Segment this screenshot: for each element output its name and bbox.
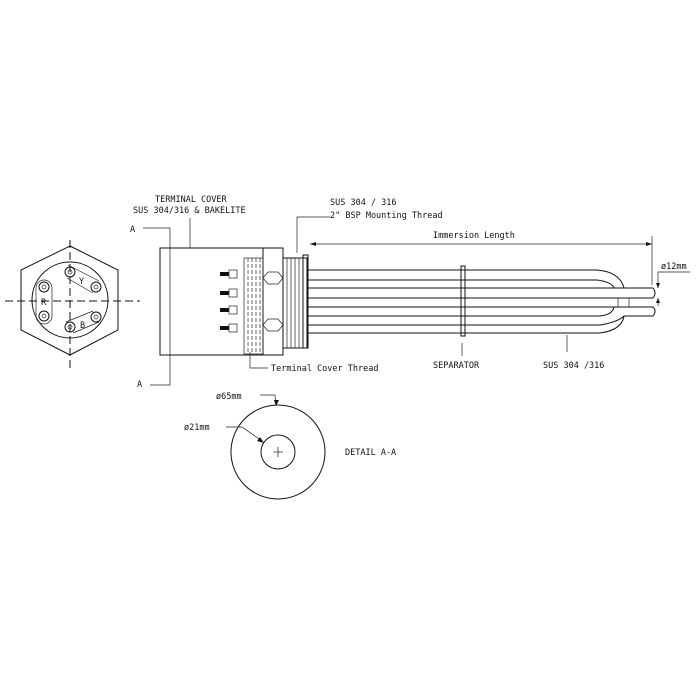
terminal-cover-thread-callout: Terminal Cover Thread xyxy=(249,352,378,374)
outer-circle xyxy=(230,404,326,500)
mounting-thread: SUS 304 / 316 2" BSP Mounting Thread xyxy=(282,198,443,349)
tube-material-callout: SUS 304 /316 xyxy=(543,335,604,371)
tube-material-label: SUS 304 /316 xyxy=(543,361,604,371)
phase-link-y: Y xyxy=(64,264,102,294)
phase-link-r: R xyxy=(35,279,53,325)
terminal-cover-label: TERMINAL COVER xyxy=(155,195,228,205)
separator-label: SEPARATOR xyxy=(433,361,480,371)
detail-label: DETAIL A-A xyxy=(345,448,396,458)
immersion-length-dimension: Immersion Length xyxy=(310,231,653,285)
terminal-studs xyxy=(220,269,238,333)
phase-label-b: B xyxy=(80,321,85,331)
immersion-length-label: Immersion Length xyxy=(433,231,515,241)
phase-label-r: R xyxy=(41,298,47,308)
terminal-cover-material-label: SUS 304/316 & BAKELITE xyxy=(133,206,246,216)
section-label-a-bottom: A xyxy=(137,380,142,390)
terminal-cover: TERMINAL COVER SUS 304/316 & BAKELITE xyxy=(133,195,284,356)
mounting-thread-label: 2" BSP Mounting Thread xyxy=(330,211,443,221)
end-view: R Y B xyxy=(5,240,140,368)
tube-diameter-dimension: ø12mm xyxy=(656,262,690,306)
section-line-a: A A xyxy=(130,225,171,390)
flange-material-label: SUS 304 / 316 xyxy=(330,198,397,208)
tube-diameter-label: ø12mm xyxy=(661,262,687,272)
detail-a-a: ø65mm ø21mm DETAIL A-A xyxy=(184,392,396,500)
phase-label-y: Y xyxy=(79,277,84,287)
phase-link-b: B xyxy=(64,310,102,334)
terminal-cover-thread-label: Terminal Cover Thread xyxy=(271,364,378,374)
section-label-a-top: A xyxy=(130,225,135,235)
separator: SEPARATOR xyxy=(433,265,480,371)
outer-diameter-label: ø65mm xyxy=(216,392,242,402)
heating-tubes xyxy=(308,269,656,334)
terminal-cover-thread xyxy=(243,257,264,355)
inner-circle xyxy=(260,434,296,470)
inner-diameter-label: ø21mm xyxy=(184,423,210,433)
